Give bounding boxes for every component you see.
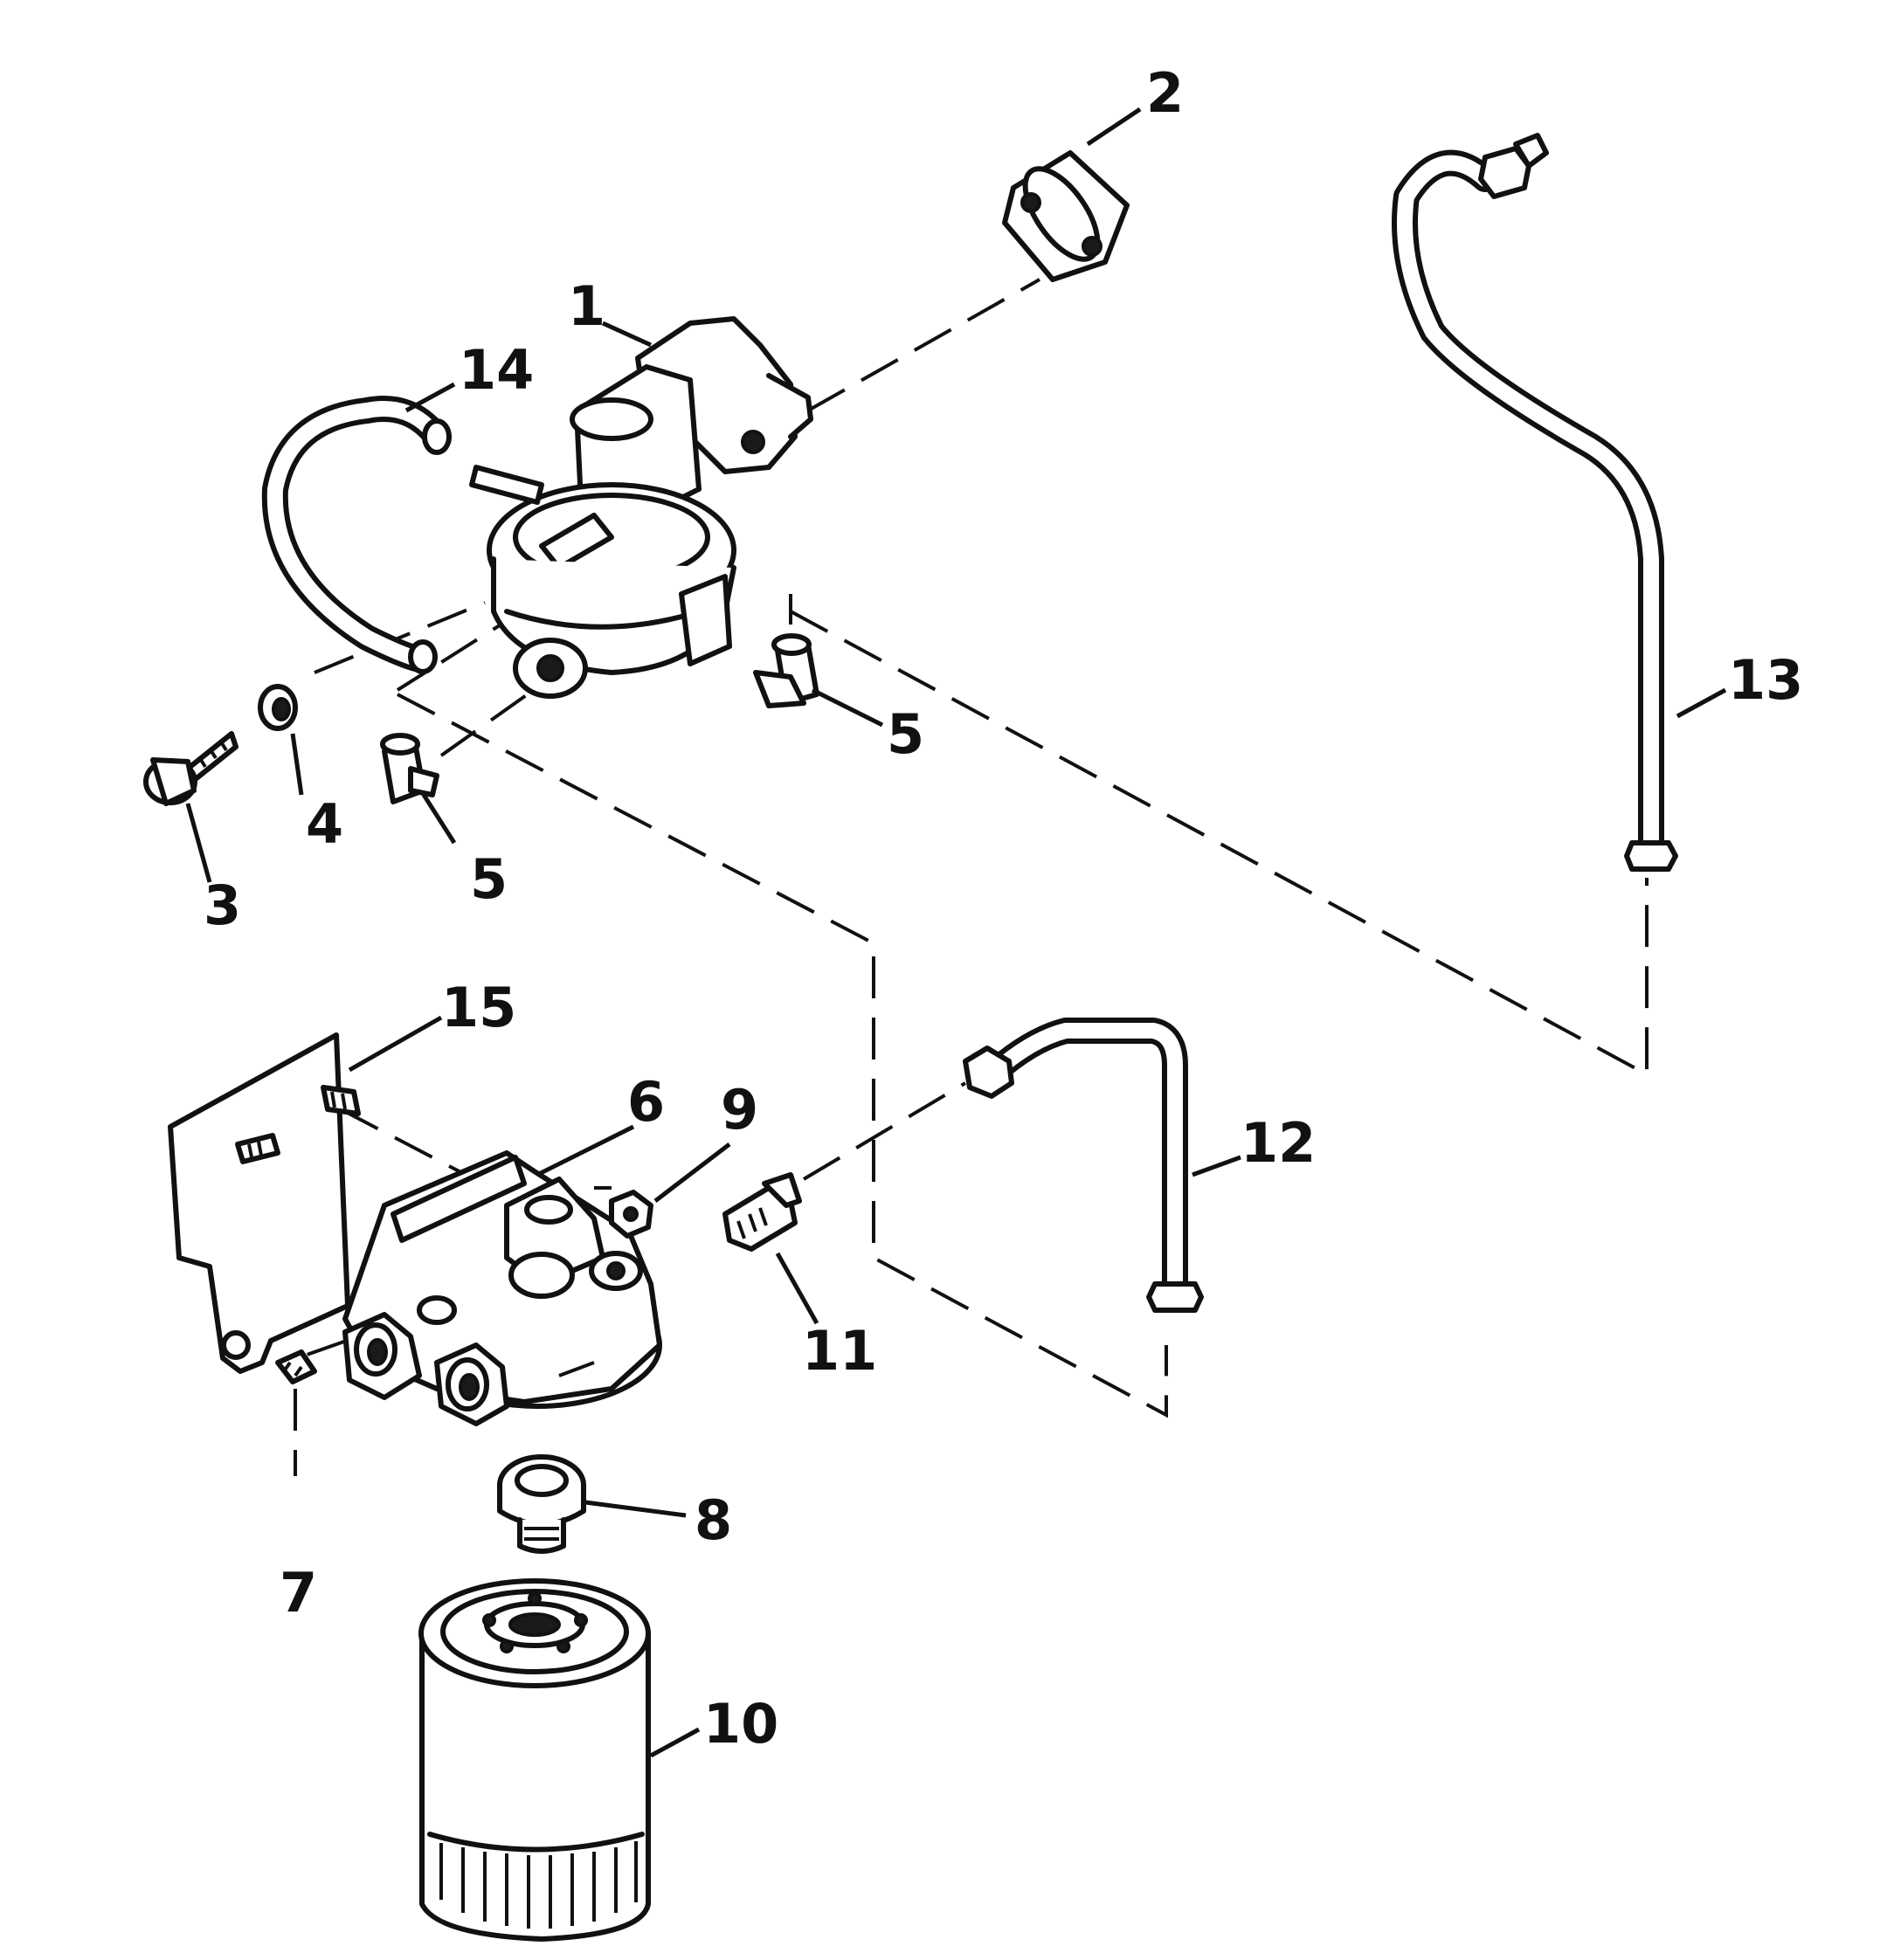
callout-13: 13 <box>1728 648 1803 712</box>
part-7-plug <box>275 1349 317 1384</box>
callout-4: 4 <box>306 792 343 856</box>
part-9-nut <box>609 1190 653 1239</box>
part-3-bolt <box>143 731 238 806</box>
part-5-elbow-fitting-upper <box>753 633 819 708</box>
part-5-elbow-fitting-lower <box>380 733 439 804</box>
callout-6: 6 <box>627 1070 665 1134</box>
part-12-fuel-line <box>963 1018 1204 1313</box>
callout-8: 8 <box>695 1488 732 1552</box>
part-4-washer <box>258 684 298 731</box>
leader-lines <box>185 107 1727 1758</box>
callout-2: 2 <box>1146 61 1184 125</box>
callout-10: 10 <box>703 1692 778 1756</box>
callout-14: 14 <box>459 338 534 402</box>
part-2-gasket <box>1002 150 1130 282</box>
part-11-connector <box>722 1172 802 1252</box>
callout-9: 9 <box>721 1078 758 1142</box>
part-6-filter-head <box>342 1150 662 1426</box>
callout-3: 3 <box>204 873 241 937</box>
callout-5-upper: 5 <box>887 702 924 766</box>
part-10-fuel-filter <box>418 1578 651 1942</box>
callout-labels: 2 1 14 13 5 5 4 3 15 6 9 12 11 8 7 10 <box>204 61 1803 1756</box>
callout-12: 12 <box>1241 1111 1316 1175</box>
callout-7: 7 <box>280 1561 317 1625</box>
part-15-bracket <box>168 1032 361 1374</box>
part-8-adapter <box>497 1454 586 1554</box>
callout-1: 1 <box>568 274 605 338</box>
callout-5-lower: 5 <box>470 847 508 911</box>
part-1-fuel-pump <box>469 316 813 699</box>
callout-11: 11 <box>802 1319 877 1383</box>
part-14-vent-hose <box>261 396 452 674</box>
part-13-fuel-line <box>1392 133 1678 872</box>
callout-15: 15 <box>441 976 516 1039</box>
